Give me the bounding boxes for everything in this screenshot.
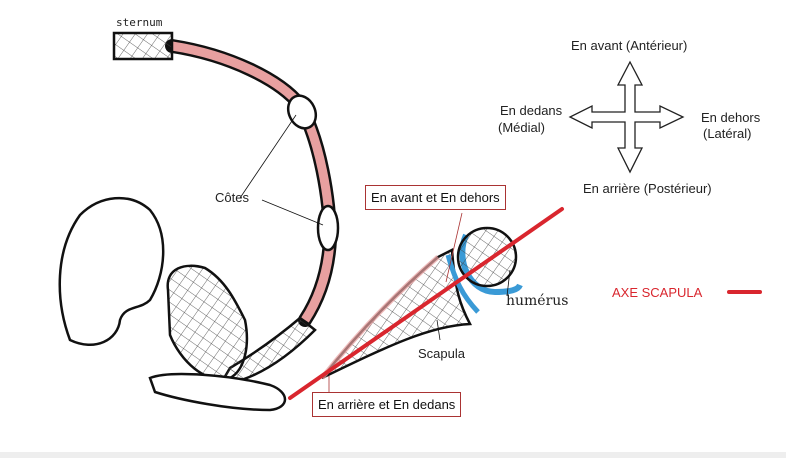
glenoid-cartilage	[445, 254, 480, 314]
spinous-process	[148, 372, 287, 412]
axis-legend-label: AXE SCAPULA	[612, 285, 703, 300]
posterior-medial-box: En arrière et En dedans	[312, 392, 462, 417]
sternum-label: sternum	[116, 16, 163, 29]
cotes-label: Côtes	[215, 190, 249, 205]
vertebral-body	[166, 264, 249, 381]
scapula-axis-line	[288, 207, 564, 400]
anterior-lateral-box: En avant et En dehors	[365, 185, 506, 210]
scapula-label: Scapula	[418, 346, 465, 361]
vertebra	[58, 196, 165, 346]
bottom-edge	[0, 452, 786, 458]
compass-up-label: En avant (Antérieur)	[571, 38, 688, 53]
sternum-bone	[112, 31, 174, 61]
compass-right-label-2: (Latéral)	[703, 126, 752, 141]
rib-joint-upper	[286, 94, 318, 130]
compass-arrows	[568, 60, 685, 174]
compass-left-label-1: En dedans	[500, 103, 563, 118]
compass-down-label: En arrière (Postérieur)	[583, 181, 712, 196]
humerus-label: humérus	[506, 293, 569, 309]
compass-right-label-1: En dehors	[701, 110, 761, 125]
rib-joint-middle	[316, 204, 340, 252]
compass-left-label-2: (Médial)	[498, 120, 545, 135]
